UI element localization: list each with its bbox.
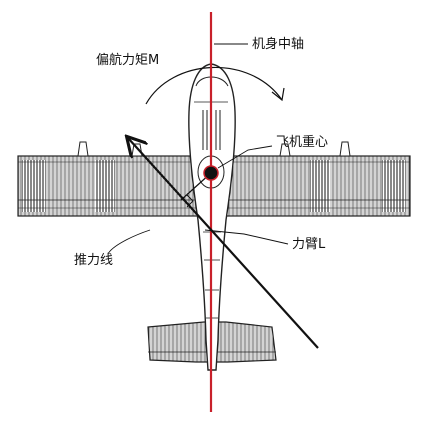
yaw-moment-arrowhead xyxy=(271,87,285,102)
thrust-line-arrow xyxy=(128,138,319,349)
label-moment-arm: 力臂L xyxy=(292,237,326,252)
leader-thrust-line xyxy=(107,229,151,255)
right-angle-mark xyxy=(186,194,194,208)
leader-moment-arm xyxy=(204,229,289,245)
label-center-of-gravity: 飞机重心 xyxy=(276,135,329,150)
leader-cg xyxy=(217,145,273,169)
leader-lines xyxy=(107,43,289,255)
label-yaw-moment: 偏航力矩M xyxy=(96,53,160,68)
label-fuselage-axis: 机身中轴 xyxy=(252,37,305,52)
label-thrust-line: 推力线 xyxy=(74,253,114,268)
center-of-gravity-dot xyxy=(203,165,219,181)
